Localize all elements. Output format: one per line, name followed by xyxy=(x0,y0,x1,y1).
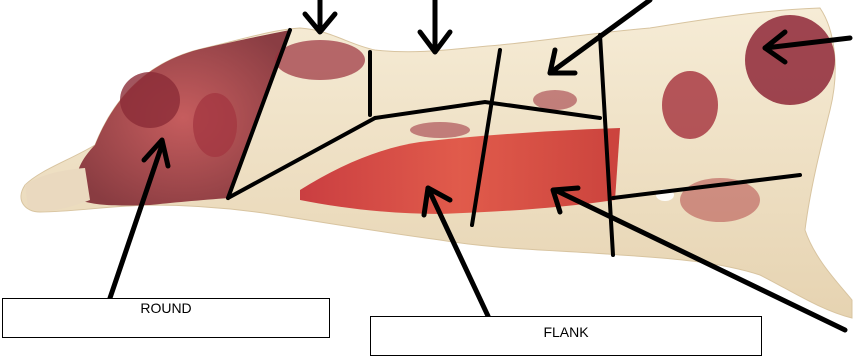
flank-label-box: FLANK xyxy=(370,316,762,356)
beef-carcass-diagram xyxy=(0,0,853,333)
round-label-box: ROUND xyxy=(2,298,330,338)
arrow-top-left xyxy=(305,0,335,32)
arrow-top-middle xyxy=(420,0,450,52)
round-label-text: ROUND xyxy=(140,300,191,316)
flank-label-text: FLANK xyxy=(543,324,588,340)
